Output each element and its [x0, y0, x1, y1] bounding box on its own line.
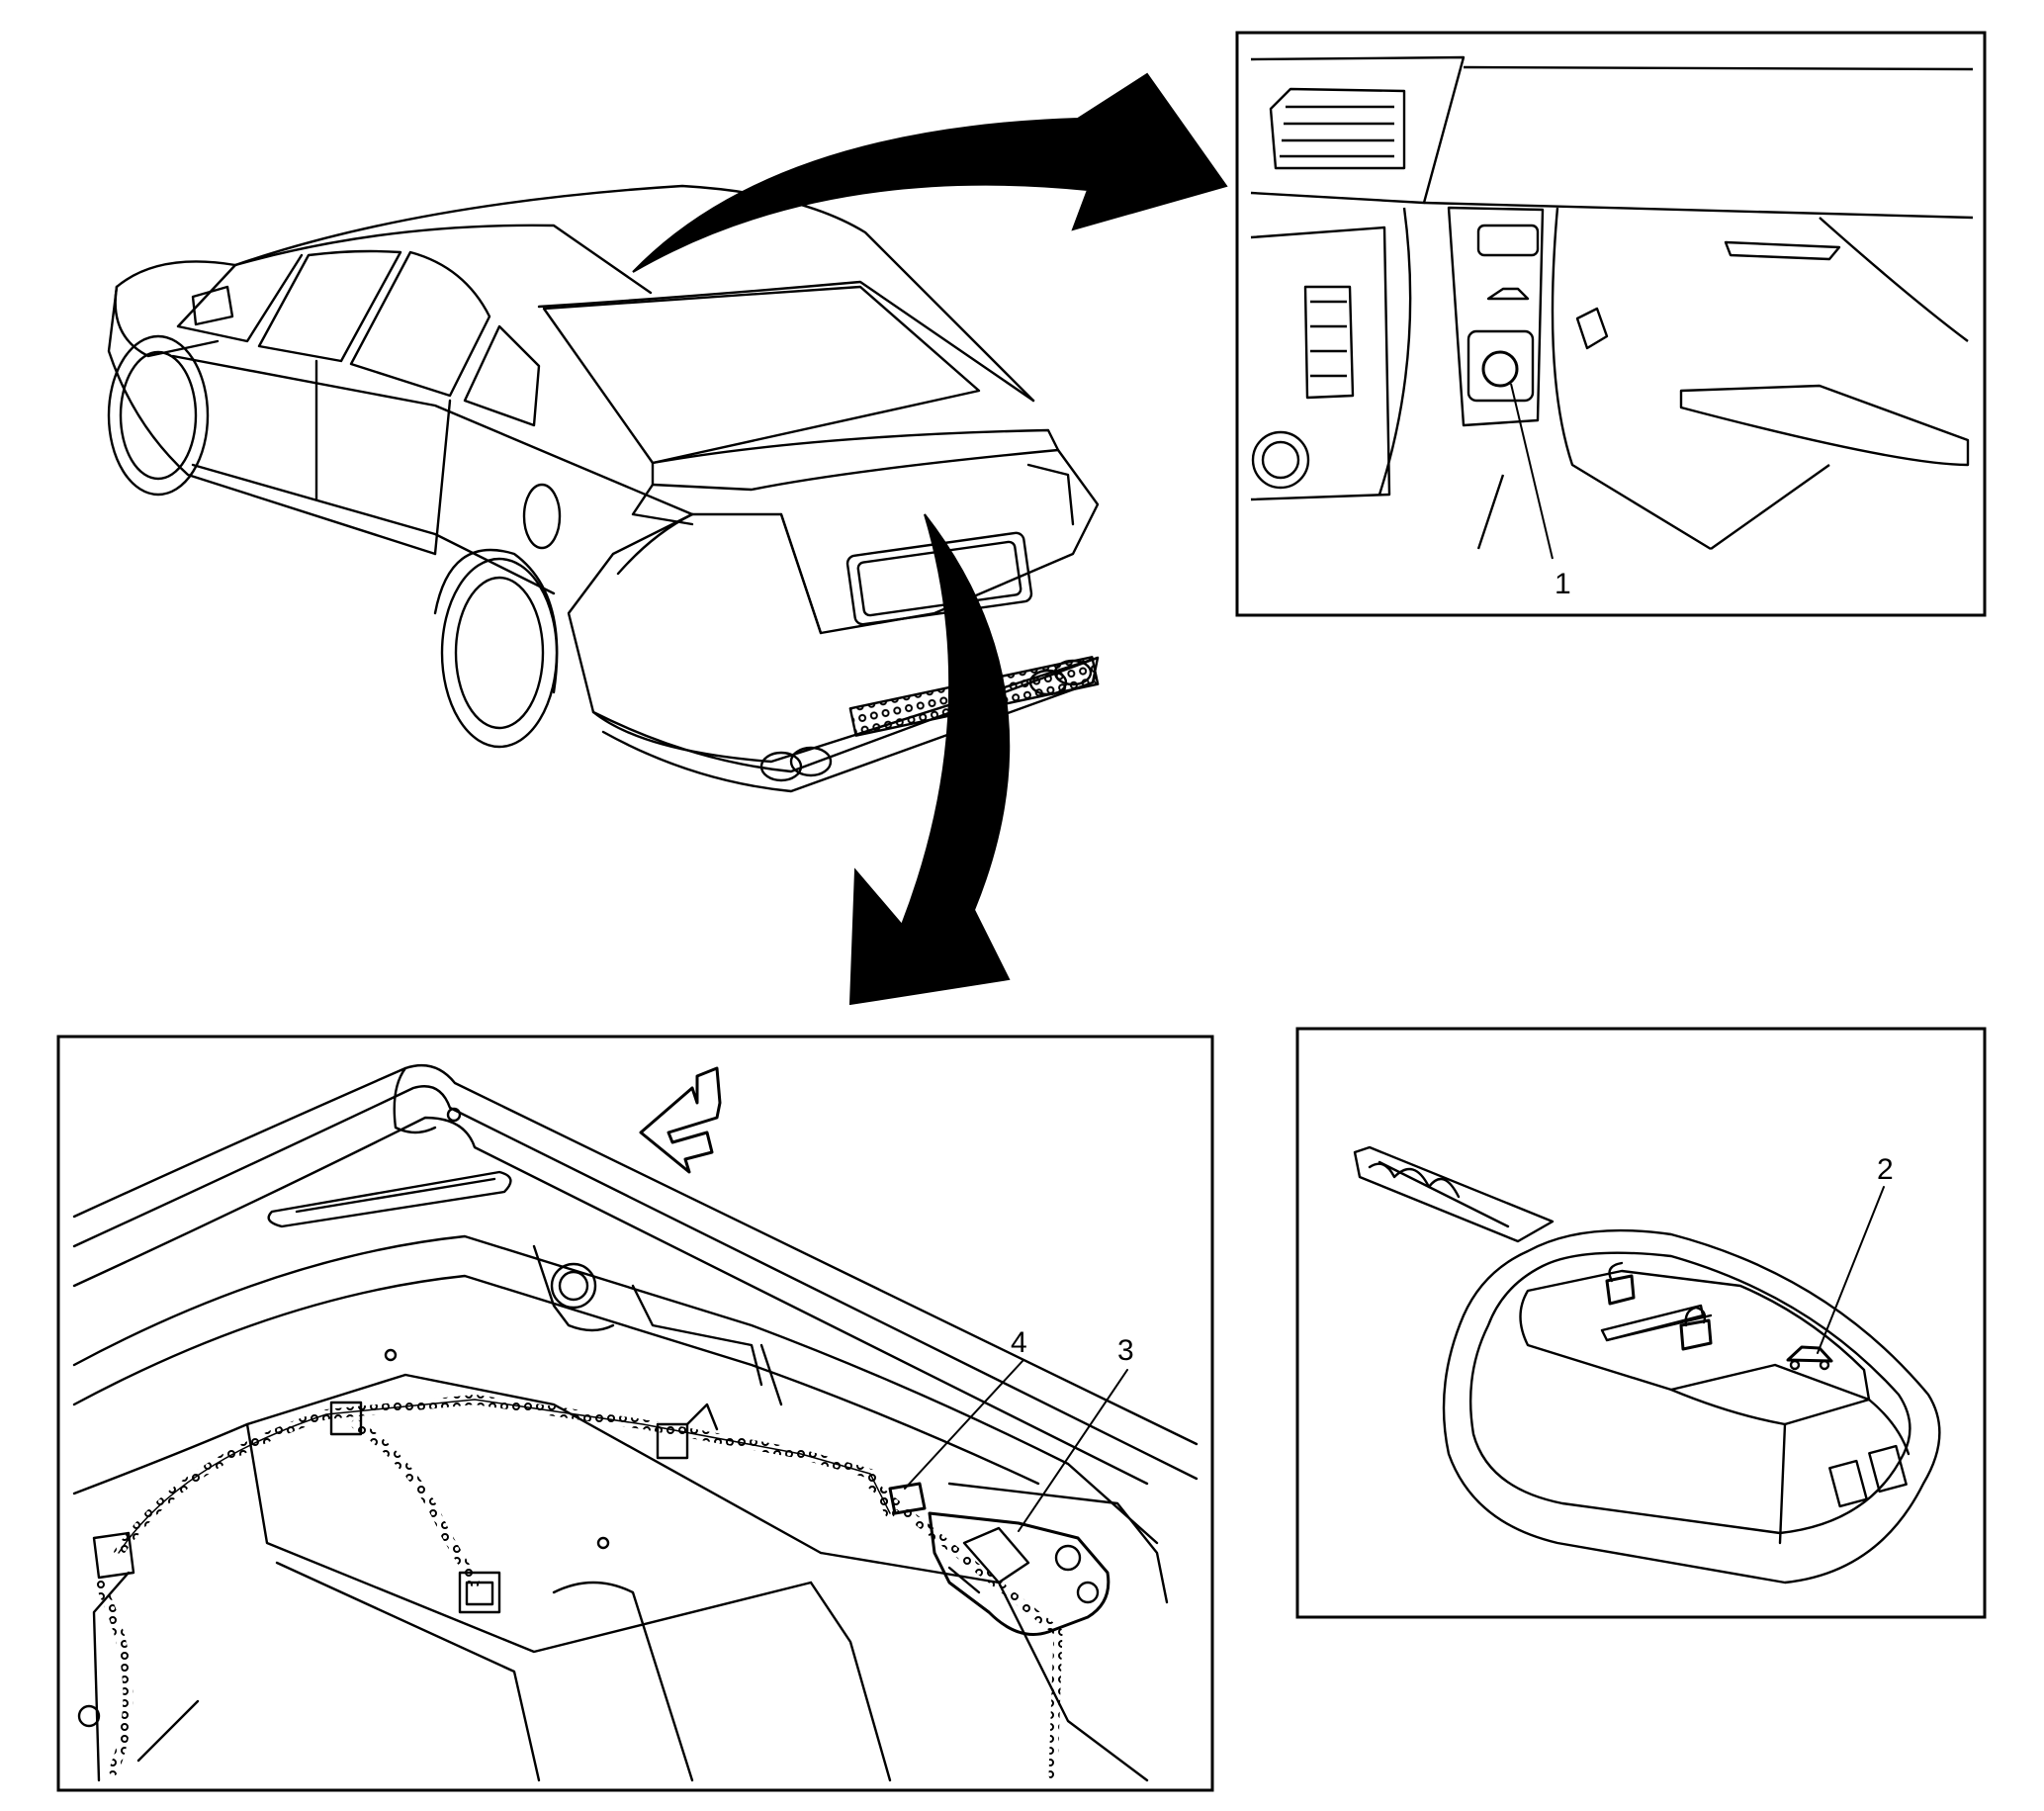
callout-1: 1: [1555, 568, 1571, 600]
latch-connector: [888, 1482, 927, 1515]
trunk-lid-panel: 4 3: [56, 1035, 1214, 1792]
direction-arrow: [639, 1066, 722, 1174]
unlock-icon: [1605, 1274, 1636, 1306]
trunk-release-switch: [1481, 350, 1519, 388]
callout-3: 3: [1117, 1334, 1134, 1367]
trunk-latch: [928, 1511, 1111, 1636]
arrow-to-trunk: [848, 513, 1011, 1006]
arrow-to-dash: [632, 72, 1228, 273]
dash-switch-panel: 1: [1235, 31, 1987, 617]
trunk-icon-small: [1486, 287, 1530, 301]
callout-4: 4: [1011, 1326, 1027, 1359]
pointer-arrows: [632, 72, 1228, 1006]
lock-icon: [1679, 1318, 1713, 1351]
callout-2: 2: [1877, 1153, 1894, 1186]
key-fob-body: [1442, 1228, 1941, 1585]
key-fob-panel: 2: [1295, 1027, 1987, 1619]
